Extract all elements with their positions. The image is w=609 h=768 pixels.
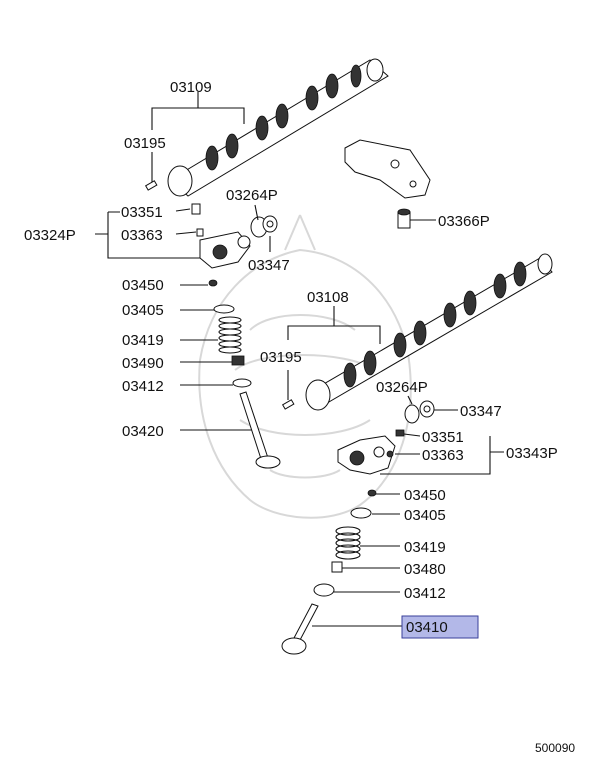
label-03324p[interactable]: 03324P xyxy=(24,227,76,244)
label-03412-upper[interactable]: 03412 xyxy=(122,378,164,395)
pin-03195-upper xyxy=(144,180,158,191)
label-03109[interactable]: 03109 xyxy=(170,79,212,96)
label-03351-upper[interactable]: 03351 xyxy=(121,204,163,221)
label-03419-upper[interactable]: 03419 xyxy=(122,332,164,349)
label-03405-upper[interactable]: 03405 xyxy=(122,302,164,319)
label-03450-upper[interactable]: 03450 xyxy=(122,277,164,294)
valve-train-lower xyxy=(281,489,377,655)
label-03195-upper[interactable]: 03195 xyxy=(124,135,166,152)
label-03410[interactable]: 03410 xyxy=(406,619,448,636)
pin-03195-lower xyxy=(281,399,295,410)
label-03351-lower[interactable]: 03351 xyxy=(422,429,464,446)
label-03347-upper[interactable]: 03347 xyxy=(248,257,290,274)
camshaft-upper xyxy=(167,58,389,197)
label-03490[interactable]: 03490 xyxy=(122,355,164,372)
label-03419-lower[interactable]: 03419 xyxy=(404,539,446,556)
highlight-03410 xyxy=(401,615,479,639)
label-03264p-upper[interactable]: 03264P xyxy=(226,187,278,204)
label-03420[interactable]: 03420 xyxy=(122,423,164,440)
lash-adjuster-assy-upper xyxy=(191,203,278,269)
label-03363-upper[interactable]: 03363 xyxy=(121,227,163,244)
label-03480[interactable]: 03480 xyxy=(404,561,446,578)
part-labels: 03109 03195 03264P 03351 03324P 03363 03… xyxy=(24,79,558,639)
rocker-shaft-bracket xyxy=(344,139,431,199)
plunger-03366 xyxy=(397,208,411,229)
valve-train-upper xyxy=(208,279,281,469)
label-03363-lower[interactable]: 03363 xyxy=(422,447,464,464)
label-03343p[interactable]: 03343P xyxy=(506,445,558,462)
label-03412-lower[interactable]: 03412 xyxy=(404,585,446,602)
leader-lines xyxy=(95,92,504,627)
label-03195-lower[interactable]: 03195 xyxy=(260,349,302,366)
label-03347-lower[interactable]: 03347 xyxy=(460,403,502,420)
label-03264p-lower[interactable]: 03264P xyxy=(376,379,428,396)
label-03108[interactable]: 03108 xyxy=(307,289,349,306)
reference-number: 500090 xyxy=(535,741,575,755)
camshaft-lower xyxy=(305,253,553,411)
label-03405-lower[interactable]: 03405 xyxy=(404,507,446,524)
label-03366p[interactable]: 03366P xyxy=(438,213,490,230)
lash-adjuster-assy-lower xyxy=(337,400,435,475)
label-03450-lower[interactable]: 03450 xyxy=(404,487,446,504)
